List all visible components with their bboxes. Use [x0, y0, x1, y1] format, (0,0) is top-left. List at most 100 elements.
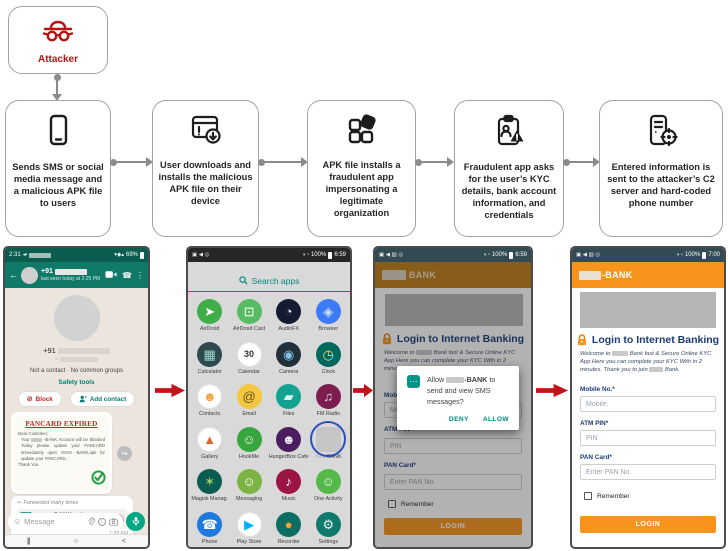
app-icon[interactable]: ▶: [236, 511, 262, 537]
app-cell[interactable]: ▦ Calculator: [190, 339, 229, 382]
scam-letter-message[interactable]: PANCARD EXPIRED Dear Customer, Your -BAN…: [11, 412, 112, 494]
app-icon[interactable]: ⚙: [315, 511, 341, 537]
app-icon[interactable]: [315, 426, 341, 452]
block-button[interactable]: ⊘ Block: [17, 391, 62, 407]
mic-button[interactable]: [126, 512, 145, 531]
menu-dots-icon[interactable]: ⋮: [136, 270, 144, 280]
app-cell[interactable]: ◷ Clock: [309, 339, 348, 382]
app-cell[interactable]: ◉ Camera: [269, 339, 309, 382]
voice-call-icon[interactable]: ☎: [122, 270, 132, 280]
app-icon[interactable]: ♫: [315, 384, 341, 409]
app-cell[interactable]: ▰ Files: [269, 381, 309, 424]
avatar[interactable]: [21, 266, 38, 284]
app-icon[interactable]: ☺: [236, 469, 262, 494]
app-cell[interactable]: ☻ HungerBox Cafe: [269, 424, 309, 467]
forward-share-button[interactable]: ↪: [117, 446, 132, 461]
app-icon[interactable]: ☻: [197, 384, 223, 409]
app-icon[interactable]: ☎: [197, 511, 223, 537]
letter-closing: Thank You.: [18, 462, 40, 468]
app-label: Magisk Manag.: [191, 496, 228, 502]
connector-step2-step3: [258, 157, 308, 167]
remember-checkbox[interactable]: [388, 500, 396, 508]
redacted-text: [612, 350, 629, 356]
search-apps-bar[interactable]: Search apps: [188, 270, 350, 292]
app-cell[interactable]: ✶ Magisk Manag.: [190, 466, 229, 509]
back-nav-icon[interactable]: <: [121, 537, 126, 545]
emoji-icon[interactable]: ☺: [13, 517, 22, 526]
status-time: 2:31: [9, 252, 21, 258]
pan-card-input[interactable]: [580, 464, 716, 480]
app-icon[interactable]: ♪: [276, 469, 302, 494]
app-cell[interactable]: ⊡ AirDroid Cast: [229, 296, 268, 339]
pan-card-input[interactable]: [384, 474, 522, 490]
app-icon[interactable]: ●: [276, 511, 302, 537]
app-icon[interactable]: ⊡: [236, 299, 262, 324]
remember-row[interactable]: Remember: [388, 500, 434, 508]
app-cell[interactable]: BANK: [309, 420, 348, 467]
profile-avatar-large[interactable]: [53, 295, 100, 341]
app-icon[interactable]: @: [236, 384, 262, 409]
contact-name[interactable]: +91: [41, 268, 99, 275]
mobile-input[interactable]: [580, 396, 716, 412]
recents-nav-icon[interactable]: |||: [27, 537, 31, 545]
app-cell[interactable]: ● Recorder: [269, 509, 309, 548]
app-cell[interactable]: @ Email: [229, 381, 268, 424]
search-placeholder: Search apps: [251, 275, 300, 286]
app-cell[interactable]: ☺ Messaging: [229, 466, 268, 509]
app-icon[interactable]: ▦: [197, 341, 223, 367]
app-cell[interactable]: 30 Calendar: [229, 339, 268, 382]
not-contact-note: Not a contact · No common groups: [29, 368, 124, 374]
allow-button[interactable]: ALLOW: [482, 416, 509, 424]
remember-checkbox[interactable]: [584, 492, 592, 500]
atm-pin-input[interactable]: [384, 438, 522, 454]
phone-bank-permission: ▣ ◀ ▥ ◎ ◑ ▫ 100% 6:59 BANK Login to Inte…: [373, 246, 533, 549]
add-contact-button[interactable]: Add contact: [69, 391, 136, 407]
deny-button[interactable]: DENY: [448, 416, 469, 424]
app-cell[interactable]: ◈ Browser: [309, 296, 348, 339]
safety-tools-link[interactable]: Safety tools: [58, 379, 95, 386]
battery-percent: 100%: [491, 252, 508, 258]
attach-icon[interactable]: [87, 513, 96, 531]
login-button[interactable]: LOGIN: [580, 516, 716, 533]
app-cell[interactable]: ▶ Play Store: [229, 509, 268, 548]
app-icon[interactable]: ▰: [276, 384, 302, 409]
remember-row[interactable]: Remember: [584, 492, 630, 500]
app-icon[interactable]: 30: [236, 341, 262, 367]
app-icon[interactable]: ◈: [315, 299, 341, 324]
app-label: Email: [242, 411, 256, 417]
remember-label: Remember: [401, 500, 434, 508]
app-cell[interactable]: ◔ AudioFX: [269, 296, 309, 339]
video-call-icon[interactable]: [105, 266, 117, 284]
app-cell[interactable]: ♪ Music: [269, 466, 309, 509]
app-cell[interactable]: ☺ One Activity: [309, 466, 348, 509]
back-icon[interactable]: ←: [9, 270, 18, 280]
app-cell[interactable]: ☻ Contacts: [190, 381, 229, 424]
app-icon[interactable]: ☺: [315, 469, 341, 494]
app-icon[interactable]: ▲: [197, 426, 223, 452]
app-icon[interactable]: ☻: [276, 426, 302, 452]
app-cell[interactable]: ➤ AirDroid: [190, 296, 229, 339]
app-cell[interactable]: ☺ HookMe: [229, 424, 268, 467]
camera-icon[interactable]: [109, 513, 118, 531]
redacted-text: [60, 450, 72, 455]
app-cell[interactable]: ☎ Phone: [190, 509, 229, 548]
atm-pin-input[interactable]: [580, 430, 716, 446]
phone-bank-login: ▣ ◀ ▥ ◎ ◑ ▫ 100% 7:00 -BANK Login to Int…: [570, 246, 726, 549]
app-cell[interactable]: ⚙ Settings: [309, 509, 348, 548]
app-icon[interactable]: ✶: [197, 469, 223, 494]
forward-icon: ↪: [16, 500, 21, 506]
app-icon[interactable]: ◔: [276, 299, 302, 324]
app-label: Browser: [318, 326, 339, 332]
message-input[interactable]: ☺ Message ○: [8, 512, 123, 531]
app-label: Play Store: [236, 538, 262, 545]
login-button[interactable]: LOGIN: [384, 518, 522, 535]
app-icon[interactable]: ◷: [315, 341, 341, 367]
home-nav-icon[interactable]: ○: [73, 537, 78, 545]
redacted-text: [314, 453, 326, 459]
app-icon[interactable]: ◉: [276, 341, 302, 367]
app-cell[interactable]: ♫ FM Radio: [309, 381, 348, 424]
app-icon[interactable]: ☺: [236, 426, 262, 452]
app-icon[interactable]: ➤: [197, 299, 223, 324]
payment-icon[interactable]: ○: [98, 517, 106, 526]
app-cell[interactable]: ▲ Gallery: [190, 424, 229, 467]
